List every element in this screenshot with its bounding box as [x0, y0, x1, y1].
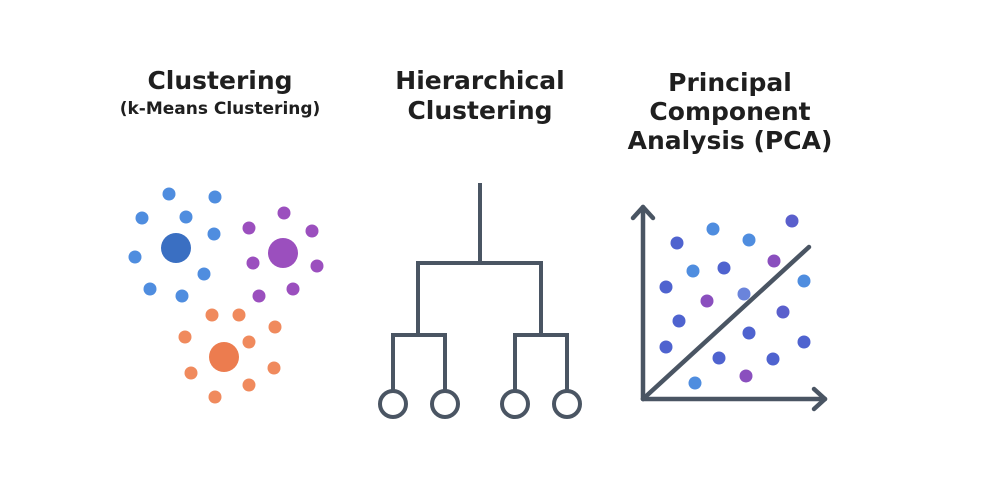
pca-data-point	[742, 326, 756, 340]
kmeans-cluster-icon	[128, 187, 324, 404]
pca-data-point	[717, 261, 731, 275]
purple-cluster-point	[252, 289, 266, 303]
orange-cluster-point	[205, 308, 219, 322]
blue-cluster-point	[135, 211, 149, 225]
orange-cluster-point	[178, 330, 192, 344]
dendrogram-right-branch	[513, 333, 569, 390]
pca-data-point	[797, 274, 811, 288]
dendrogram-leaf-1	[378, 389, 408, 419]
hierarchical-title: Hierarchical Clustering	[365, 66, 595, 126]
pca-data-point	[766, 352, 780, 366]
blue-cluster-centroid	[161, 233, 191, 263]
dendrogram-left-branch	[391, 333, 447, 390]
pca-title-line-3: Analysis (PCA)	[627, 126, 833, 155]
purple-cluster-point	[277, 206, 291, 220]
blue-cluster-point	[197, 267, 211, 281]
orange-cluster-point	[267, 361, 281, 375]
orange-cluster-point	[208, 390, 222, 404]
pca-data-point	[659, 340, 673, 354]
pca-title-line-1: Principal	[668, 68, 792, 97]
blue-cluster-point	[179, 210, 193, 224]
pca-icon	[630, 204, 828, 412]
purple-cluster-point	[305, 224, 319, 238]
orange-cluster-point	[268, 320, 282, 334]
blue-cluster-point	[207, 227, 221, 241]
blue-cluster-point	[143, 282, 157, 296]
pca-data-point	[776, 305, 790, 319]
purple-cluster-point	[246, 256, 260, 270]
orange-cluster-point	[242, 335, 256, 349]
dendrogram-top-branch	[416, 261, 543, 335]
pca-x-axis-arrow	[811, 386, 828, 412]
blue-cluster-point	[162, 187, 176, 201]
hierarchical-title-line-1: Hierarchical	[395, 66, 565, 95]
pca-data-point	[686, 264, 700, 278]
dendrogram-leaf-2	[430, 389, 460, 419]
purple-cluster-point	[286, 282, 300, 296]
orange-cluster-point	[242, 378, 256, 392]
pca-title-line-2: Component	[649, 97, 811, 126]
pca-data-point	[706, 222, 720, 236]
dendrogram-leaf-4	[552, 389, 582, 419]
pca-data-point	[739, 369, 753, 383]
pca-data-point	[688, 376, 702, 390]
kmeans-title-main: Clustering	[147, 66, 293, 95]
kmeans-subtitle: (k-Means Clustering)	[119, 99, 321, 119]
pca-y-axis-arrow	[630, 204, 656, 221]
pca-data-point	[737, 287, 751, 301]
pca-data-point	[700, 294, 714, 308]
purple-cluster-centroid	[268, 238, 298, 268]
dendrogram-leaf-3	[500, 389, 530, 419]
blue-cluster-point	[175, 289, 189, 303]
pca-data-point	[672, 314, 686, 328]
pca-title: Principal Component Analysis (PCA)	[600, 68, 860, 155]
hierarchical-title-line-2: Clustering	[407, 96, 553, 125]
pca-data-point	[767, 254, 781, 268]
pca-data-point	[797, 335, 811, 349]
purple-cluster-point	[310, 259, 324, 273]
orange-cluster-point	[232, 308, 246, 322]
pca-principal-component-line	[640, 244, 812, 402]
orange-cluster-centroid	[209, 342, 239, 372]
blue-cluster-point	[128, 250, 142, 264]
orange-cluster-point	[184, 366, 198, 380]
pca-data-point	[712, 351, 726, 365]
pca-data-point	[659, 280, 673, 294]
dendrogram-icon	[378, 183, 582, 419]
kmeans-title: Clustering (k-Means Clustering)	[90, 66, 350, 122]
pca-data-point	[670, 236, 684, 250]
purple-cluster-point	[242, 221, 256, 235]
blue-cluster-point	[208, 190, 222, 204]
pca-data-point	[742, 233, 756, 247]
pca-data-point	[785, 214, 799, 228]
